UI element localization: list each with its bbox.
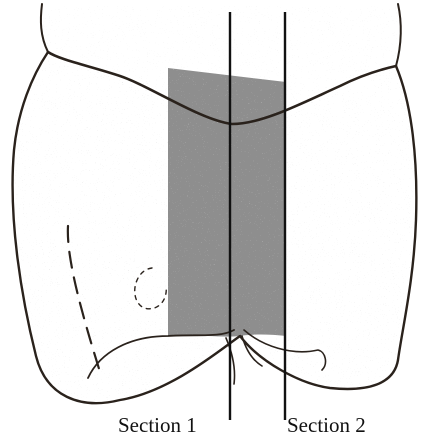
section-1-label: Section 1 (118, 413, 197, 437)
section-2-label: Section 2 (287, 413, 366, 437)
